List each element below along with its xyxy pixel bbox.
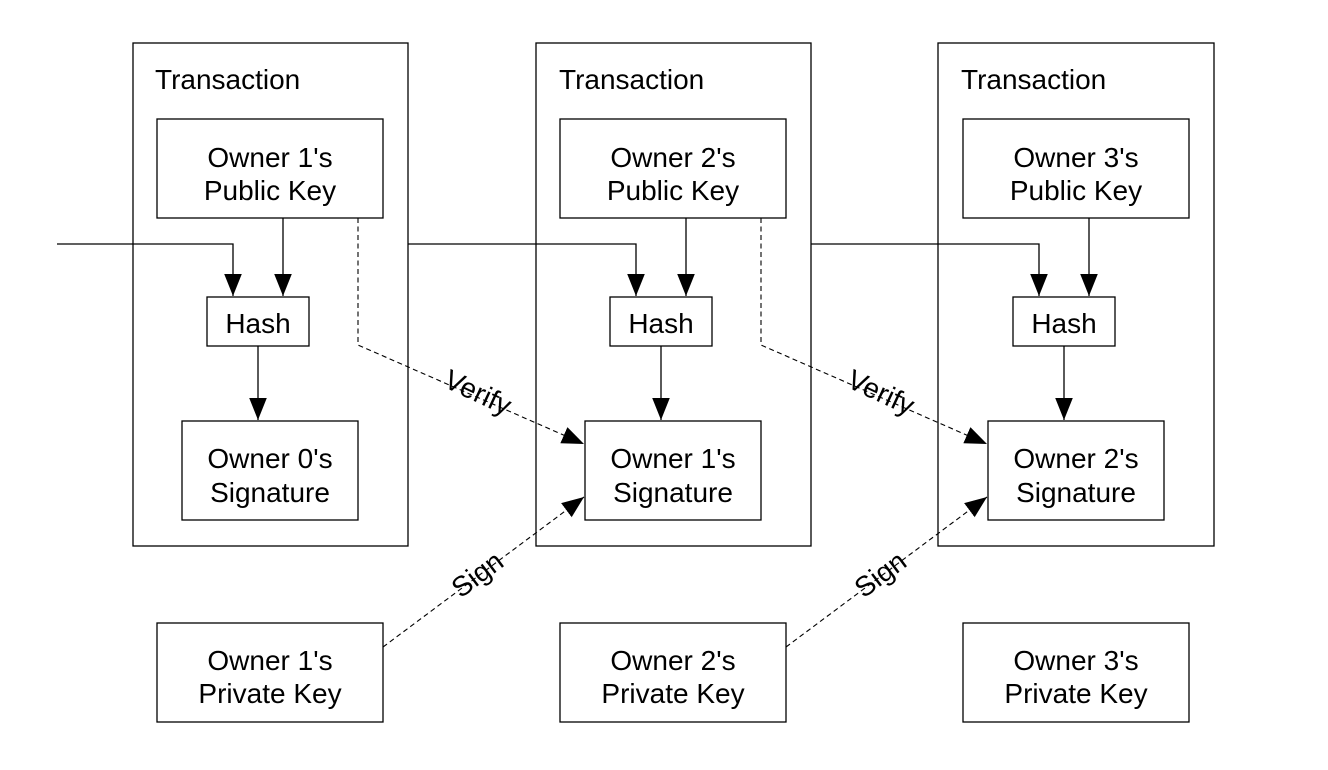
hash-label: Hash bbox=[1031, 308, 1096, 339]
private-key-1: Owner 1's Private Key bbox=[156, 622, 384, 723]
private-key-box bbox=[156, 622, 384, 723]
private-key-box bbox=[559, 622, 787, 723]
private-key-label: Private Key bbox=[601, 678, 744, 709]
private-key-owner: Owner 3's bbox=[1013, 645, 1138, 676]
public-key-label: Public Key bbox=[607, 175, 739, 206]
signature-label: Signature bbox=[613, 477, 733, 508]
private-key-owner: Owner 2's bbox=[610, 645, 735, 676]
public-key-box bbox=[156, 118, 384, 219]
private-key-2: Owner 2's Private Key bbox=[559, 622, 787, 723]
signature-owner: Owner 0's bbox=[207, 443, 332, 474]
signature-owner: Owner 1's bbox=[610, 443, 735, 474]
sign-label-2: Sign bbox=[849, 545, 912, 603]
public-key-owner: Owner 3's bbox=[1013, 142, 1138, 173]
transaction-block-3: Transaction Owner 3's Public Key Hash Ow… bbox=[937, 42, 1215, 547]
chain-input-arrow-2 bbox=[408, 243, 645, 296]
hash-label: Hash bbox=[225, 308, 290, 339]
signature-box bbox=[181, 420, 359, 521]
public-key-owner: Owner 2's bbox=[610, 142, 735, 173]
signature-label: Signature bbox=[1016, 477, 1136, 508]
transaction-title: Transaction bbox=[155, 64, 300, 95]
public-key-label: Public Key bbox=[204, 175, 336, 206]
hash-box bbox=[206, 296, 310, 347]
verify-label-2: Verify bbox=[843, 364, 920, 422]
transaction-block-2: Transaction Owner 2's Public Key Hash Ow… bbox=[535, 42, 812, 547]
signature-owner: Owner 2's bbox=[1013, 443, 1138, 474]
signature-label: Signature bbox=[210, 477, 330, 508]
private-key-box bbox=[962, 622, 1190, 723]
private-key-label: Private Key bbox=[1004, 678, 1147, 709]
public-key-owner: Owner 1's bbox=[207, 142, 332, 173]
verify-label-1: Verify bbox=[440, 364, 517, 422]
verify-arrow-2 bbox=[760, 218, 988, 445]
sign-label-1: Sign bbox=[446, 545, 509, 603]
public-key-box bbox=[962, 118, 1190, 219]
private-key-label: Private Key bbox=[198, 678, 341, 709]
signature-box bbox=[584, 420, 762, 521]
hash-box bbox=[1012, 296, 1116, 347]
hash-box bbox=[609, 296, 713, 347]
public-key-box bbox=[559, 118, 787, 219]
signature-box bbox=[987, 420, 1165, 521]
hash-label: Hash bbox=[628, 308, 693, 339]
transaction-title: Transaction bbox=[961, 64, 1106, 95]
transaction-title: Transaction bbox=[559, 64, 704, 95]
private-key-owner: Owner 1's bbox=[207, 645, 332, 676]
chain-input-arrow-3 bbox=[811, 243, 1048, 296]
chain-input-arrow-1 bbox=[57, 243, 242, 296]
public-key-label: Public Key bbox=[1010, 175, 1142, 206]
private-key-3: Owner 3's Private Key bbox=[962, 622, 1190, 723]
transaction-block-1: Transaction Owner 1's Public Key Hash Ow… bbox=[132, 42, 409, 547]
verify-arrow-1 bbox=[357, 218, 585, 445]
